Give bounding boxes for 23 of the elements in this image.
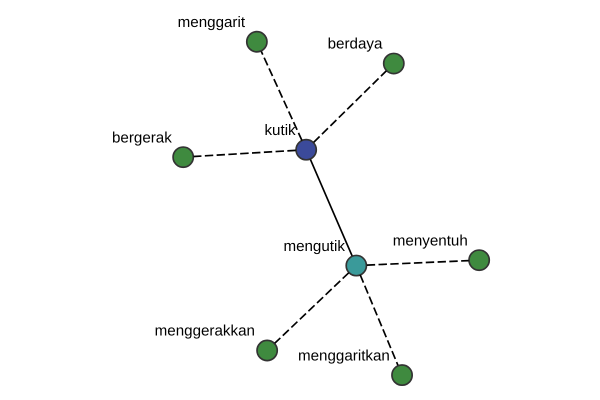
connector — [313, 70, 387, 143]
node-label: bergerak — [112, 129, 172, 146]
node-circle — [256, 340, 278, 362]
node-label: kutik — [264, 122, 296, 139]
connector — [260, 51, 303, 141]
connector — [359, 274, 399, 366]
connector — [310, 159, 353, 256]
node-label: mengutik — [283, 238, 345, 255]
node-circle — [295, 138, 318, 161]
node-label: berdaya — [328, 36, 382, 53]
node-circle — [345, 254, 368, 277]
connector — [274, 272, 350, 344]
node-circle — [391, 364, 413, 386]
node-circle — [468, 249, 490, 272]
node-circle — [246, 30, 268, 53]
connector — [194, 150, 296, 158]
connector — [366, 260, 469, 266]
node-label: menggaritkan — [298, 347, 390, 364]
node-label: menggerakkan — [154, 322, 255, 340]
node-circle — [382, 52, 405, 74]
node-circle — [172, 146, 194, 168]
node-label: menggarit — [178, 14, 246, 31]
node-label: menyentuh — [392, 232, 468, 250]
